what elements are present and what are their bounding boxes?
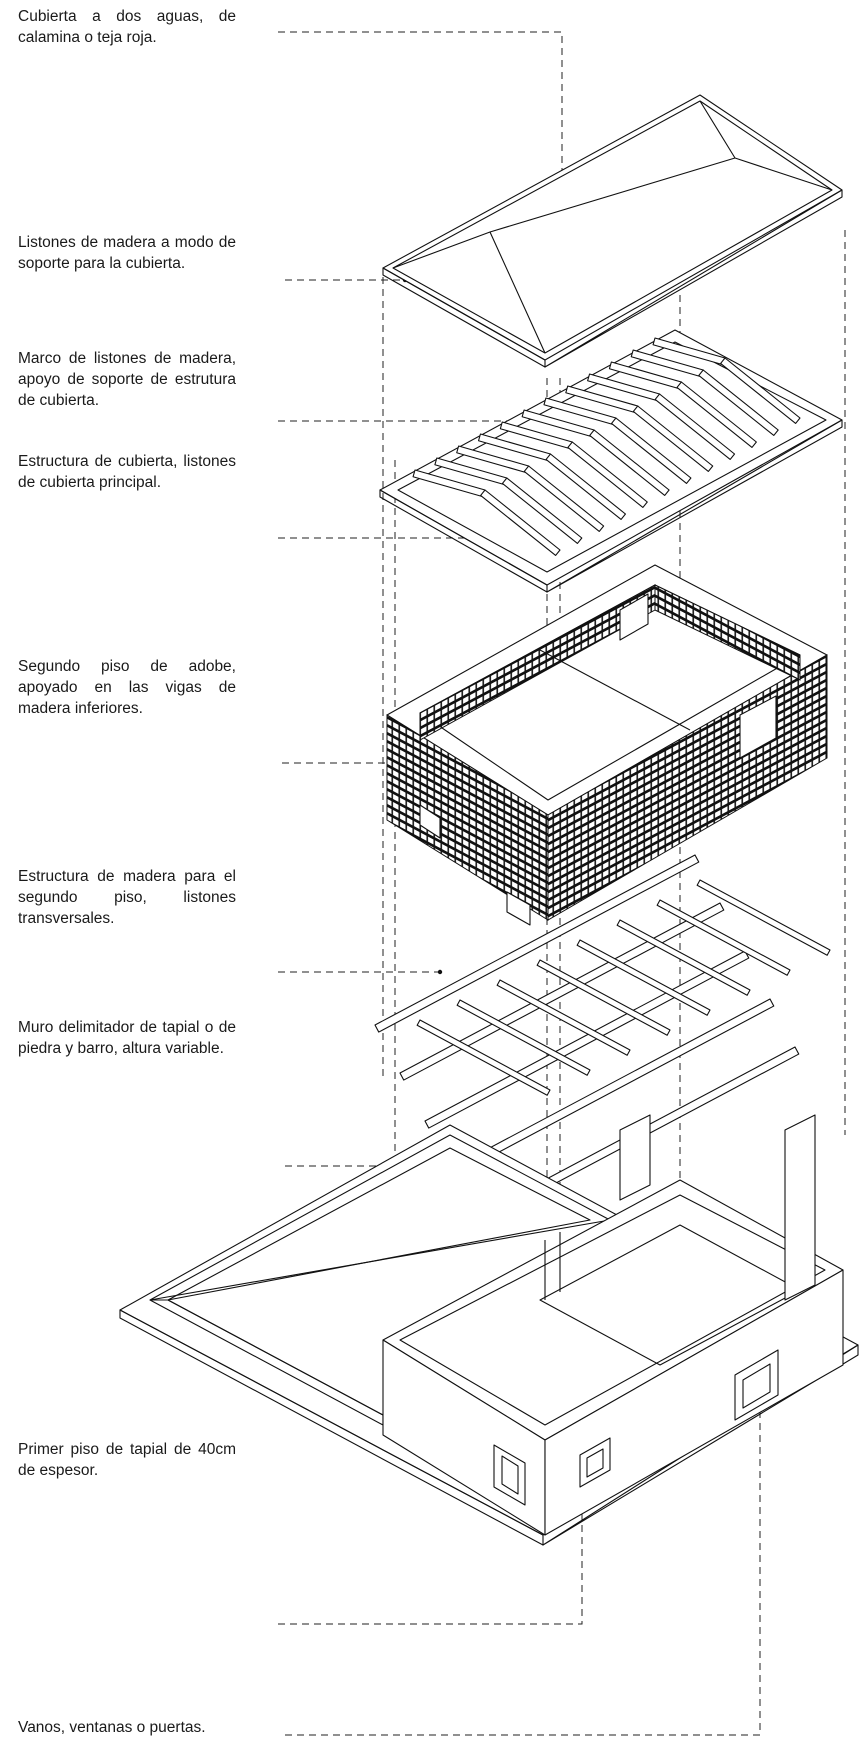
label-roof: Cubierta a dos aguas, de calamina o teja…: [18, 8, 236, 46]
floor-joist: [424, 950, 750, 1129]
rafter: [567, 441, 648, 509]
label-second-floor: Segundo piso de adobe, apoyado en las vi…: [18, 658, 236, 717]
roof-structure-layer: [379, 329, 843, 593]
cross-member: [656, 899, 791, 976]
rafter: [654, 393, 736, 461]
label-boundary-wall: Muro delimitador de tapial o de piedra y…: [18, 1019, 236, 1057]
rafter: [589, 429, 670, 497]
rafter: [632, 405, 714, 473]
cross-member: [536, 959, 671, 1036]
label-roof-structure: Estructura de cubierta, listones de cubi…: [18, 453, 236, 491]
cross-member: [576, 939, 711, 1016]
label-battens: Listones de madera a modo de soporte par…: [18, 234, 236, 272]
label-openings: Vanos, ventanas o puertas.: [18, 1719, 206, 1736]
rafter: [698, 369, 779, 437]
cross-member: [496, 979, 631, 1056]
timber-floor-structure-layer: [374, 854, 831, 1225]
rafter: [720, 357, 801, 425]
label-first-floor: Primer piso de tapial de 40cm de espesor…: [18, 1441, 236, 1479]
rafter: [545, 453, 627, 521]
rafter: [676, 381, 757, 449]
cross-member: [456, 999, 591, 1076]
label-frame: Marco de listones de madera, apoyo de so…: [18, 350, 236, 409]
adobe-second-floor-layer: [386, 564, 828, 926]
ground-floor-layer: [119, 1114, 859, 1546]
rafter: [523, 465, 605, 533]
rafter: [501, 477, 583, 545]
label-floor-structure: Estructura de madera para el segundo pis…: [18, 868, 236, 927]
roof-layer: [382, 94, 843, 368]
cross-member: [616, 919, 751, 996]
rafter: [610, 417, 692, 485]
rafter: [480, 489, 561, 557]
cross-member: [416, 1019, 551, 1096]
floor-joist: [374, 854, 700, 1033]
cross-member: [696, 879, 831, 956]
